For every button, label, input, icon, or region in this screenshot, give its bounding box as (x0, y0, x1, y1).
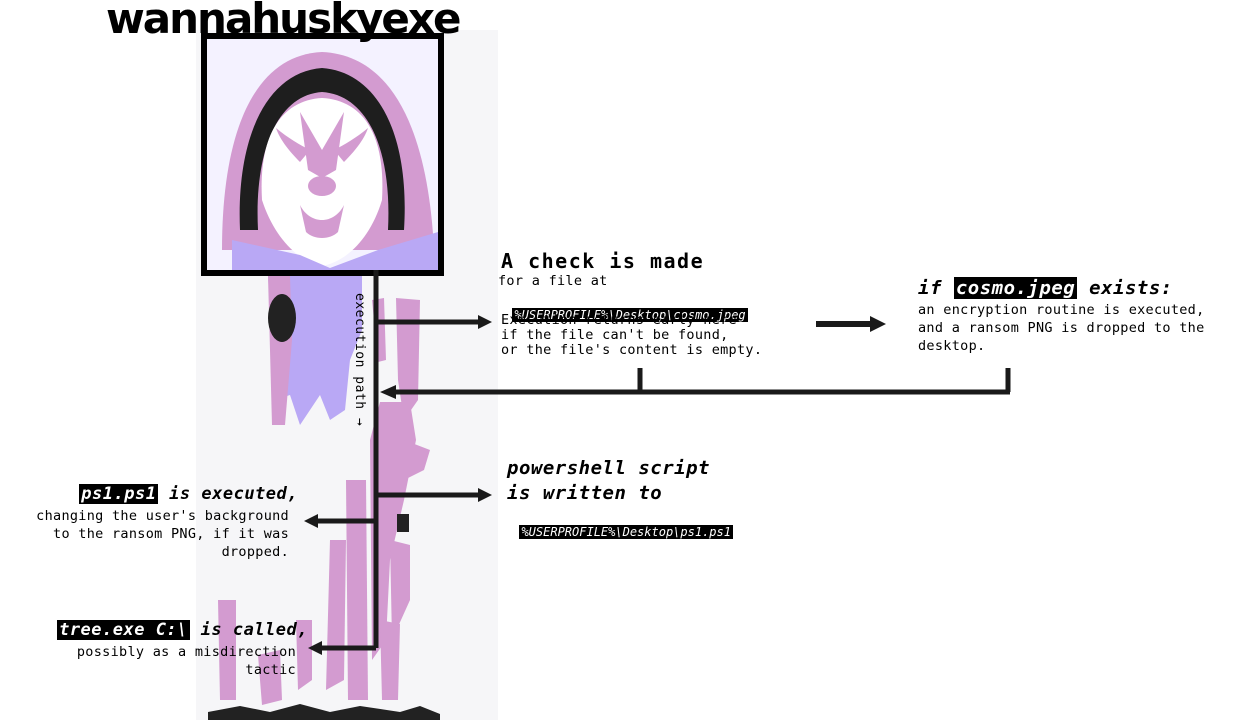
check-desc3: or the file's content is empty. (501, 342, 763, 358)
face-marking-left (276, 128, 310, 162)
check-line1: for a file at (498, 273, 608, 289)
drip-dark-block (397, 514, 409, 532)
face-marking-forehead (300, 112, 344, 178)
portrait-shoulders (232, 232, 438, 272)
drip-dark-spot (268, 294, 296, 342)
tree-cmd: tree.exe C:\ (57, 620, 190, 640)
if-exists-line1: an encryption routine is executed, (918, 302, 1205, 318)
if-exists-heading: if cosmo.jpeg exists: (918, 277, 1173, 299)
arrowhead-powershell (478, 488, 492, 502)
check-desc1: Execution returns early here (501, 312, 737, 328)
powershell-line1: powershell script (507, 457, 710, 479)
drip-body-mid (310, 330, 340, 385)
if-exists-line2: and a ransom PNG is dropped to the (918, 320, 1205, 336)
check-desc2: if the file can't be found, (501, 327, 729, 343)
arrowhead-if-exists (870, 316, 886, 332)
powershell-line2: is written to (507, 482, 663, 504)
ps1-exec-line3: dropped. (221, 544, 289, 560)
hood-rim (239, 68, 405, 230)
tree-line2: tactic (245, 662, 296, 678)
tree-line1: possibly as a misdirection (76, 644, 296, 660)
arrowhead-ps1-exec (304, 514, 318, 528)
portrait-frame (201, 33, 444, 276)
arrow-heads (304, 315, 886, 655)
flow-lines (318, 270, 1011, 651)
husky-mouth (300, 205, 344, 238)
check-path: %USERPROFILE%\Desktop\cosmo.jpeg (512, 308, 748, 322)
ps1-exec-file: ps1.ps1 (79, 484, 159, 504)
tree-heading: tree.exe C:\ is called, (57, 620, 308, 640)
check-heading: A check is made (501, 249, 705, 273)
drip-column-left (346, 480, 368, 700)
if-exists-line3: desktop. (918, 338, 986, 354)
bottom-ground (208, 704, 440, 720)
app-title: wannahuskyexe (106, 0, 461, 43)
drip-column (370, 402, 416, 660)
arrowhead-return (380, 385, 396, 399)
execution-path-label: execution path → (352, 293, 367, 427)
face-marking-right (334, 128, 368, 162)
if-exists-file: cosmo.jpeg (953, 277, 1078, 299)
ps1-exec-line1: changing the user's background (36, 508, 289, 524)
ps1-exec-line2: to the ransom PNG, if it was (53, 526, 289, 542)
ps1-exec-heading: ps1.ps1 is executed, (79, 484, 298, 504)
arrowhead-tree (308, 641, 322, 655)
husky-nose (308, 176, 336, 196)
powershell-path: %USERPROFILE%\Desktop\ps1.ps1 (519, 525, 733, 539)
arrowhead-check (478, 315, 492, 329)
